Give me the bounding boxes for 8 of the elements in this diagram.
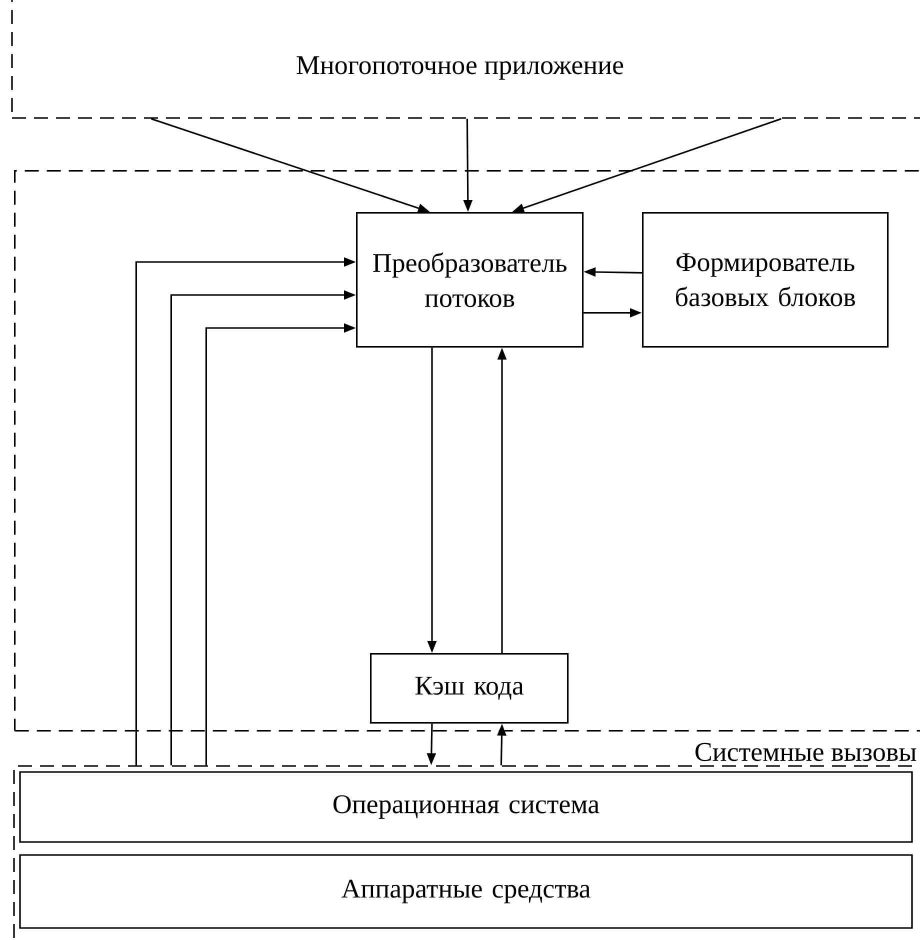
- process-box: Формирователь базовых блоков: [642, 212, 889, 348]
- region-frame: Многопоточное приложение: [11, 0, 920, 119]
- process-box: Кэш кода: [370, 653, 569, 724]
- process-box: Преобразователь потоков: [356, 212, 584, 348]
- layer-box: Аппаратные средства: [19, 854, 913, 929]
- layer-box: Операционная система: [19, 771, 913, 843]
- node-label: Системные вызовы: [695, 742, 916, 762]
- region-frame: [14, 170, 920, 732]
